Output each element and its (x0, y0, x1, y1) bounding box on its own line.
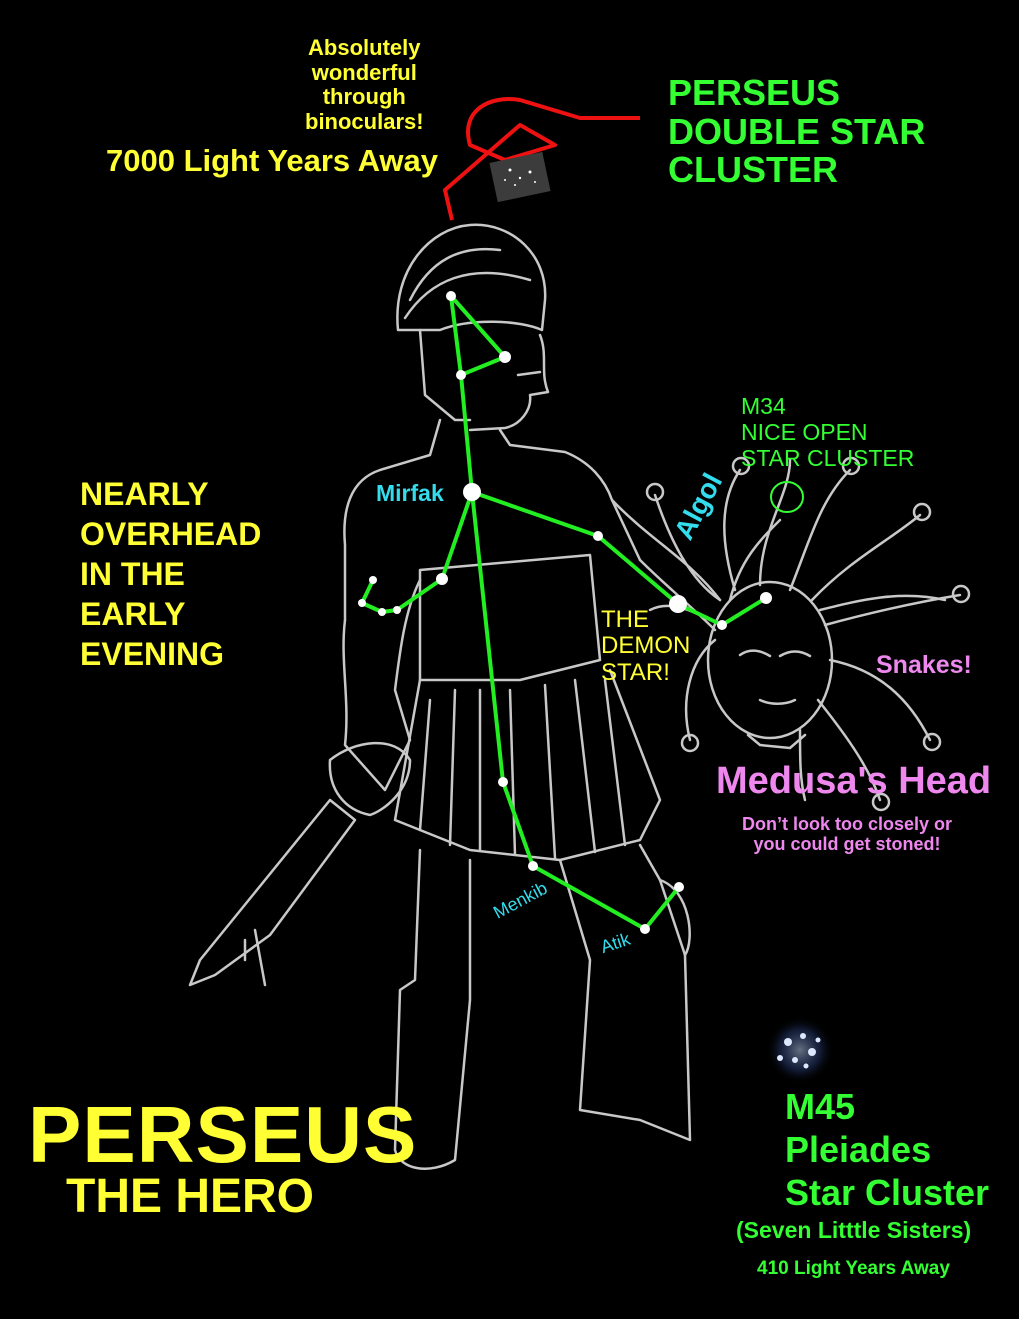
perseus-figure-sketch (188, 223, 971, 1170)
star-helmet-top (446, 291, 456, 301)
overhead-line: NEARLY (80, 476, 209, 512)
overhead-note: NEARLY OVERHEAD IN THE EARLY EVENING (80, 474, 261, 674)
star-shoulder (436, 573, 448, 585)
double-cluster-heading: PERSEUS DOUBLE STAR CLUSTER (668, 72, 926, 191)
heading-line: DOUBLE STAR (668, 110, 926, 152)
overhead-line: EARLY (80, 596, 186, 632)
demon-line: THE (601, 606, 649, 633)
pleiades-image (766, 1016, 834, 1084)
face (468, 333, 550, 432)
star-arm (593, 531, 603, 541)
double-cluster-note: Absolutely wonderful through binoculars! (305, 35, 424, 135)
page-title: PERSEUS (28, 1090, 418, 1179)
pleiades-line: Star Cluster (785, 1172, 990, 1214)
star-medusa-1 (717, 620, 727, 630)
note-line: wonderful (311, 59, 417, 85)
constellation-lines (360, 294, 768, 931)
m34-line: NICE OPEN (741, 418, 868, 445)
right-arm (610, 498, 722, 632)
note-line: Absolutely (308, 35, 421, 60)
demon-line: DEMON (601, 632, 691, 660)
m34-circle (770, 481, 804, 513)
star-menkib (528, 861, 538, 871)
sword-hand (328, 741, 412, 817)
note-line: through (322, 84, 406, 110)
right-leg (558, 843, 692, 1142)
pleiades-distance: 410 Light Years Away (757, 1258, 950, 1279)
star-mirfak (463, 483, 481, 501)
heading-line: PERSEUS (668, 72, 841, 113)
star-helmet-face (499, 351, 511, 363)
pleiades-subtitle: (Seven Litttle Sisters) (736, 1217, 972, 1243)
note-line: binoculars! (305, 108, 424, 134)
helmet (396, 223, 547, 332)
pleiades-line: M45 (785, 1086, 856, 1127)
overhead-line: OVERHEAD (80, 516, 262, 552)
star-label-mirfak: Mirfak (376, 480, 444, 506)
overhead-line: EVENING (80, 636, 225, 672)
skirt (393, 668, 662, 862)
caption-line: Don’t look too closely or (741, 814, 952, 834)
heading-line: CLUSTER (668, 149, 838, 191)
m34-label: M34 NICE OPEN STAR CLUSTER (741, 393, 915, 471)
star-algol (669, 595, 687, 613)
star-knee (674, 882, 684, 892)
medusa-title: Medusa's Head (716, 760, 992, 802)
pleiades-label: M45 Pleiades Star Cluster (785, 1085, 989, 1215)
m34-line: STAR CLUSTER (741, 444, 915, 471)
armor (418, 553, 602, 682)
star-elbow (393, 606, 401, 614)
double-cluster-distance: 7000 Light Years Away (106, 143, 439, 178)
star-hand-3 (369, 576, 377, 584)
caption-line: you could get stoned! (753, 834, 941, 855)
medusa-caption: Don’t look too closely or you could get … (722, 814, 972, 854)
demon-line: STAR! (601, 658, 670, 686)
m34-line: M34 (741, 393, 786, 419)
pleiades-line: Pleiades (785, 1129, 932, 1171)
demon-star-label: THE DEMON STAR! (601, 606, 691, 686)
overhead-line: IN THE (80, 556, 185, 592)
double-cluster-pointer (443, 97, 640, 221)
star-hand-2 (358, 599, 366, 607)
left-leg (393, 848, 472, 1170)
snakes-label: Snakes! (876, 651, 972, 679)
star-helmet-chin (456, 370, 466, 380)
star-waist (498, 777, 508, 787)
sword (188, 798, 357, 987)
star-hand-1 (378, 608, 386, 616)
star-atik (640, 924, 650, 934)
page-subtitle: THE HERO (66, 1170, 315, 1223)
double-cluster-image (489, 151, 551, 203)
star-medusa-2 (760, 592, 772, 604)
medusa-head (706, 580, 834, 740)
left-arm (342, 578, 422, 792)
constellation-stars (358, 291, 772, 934)
